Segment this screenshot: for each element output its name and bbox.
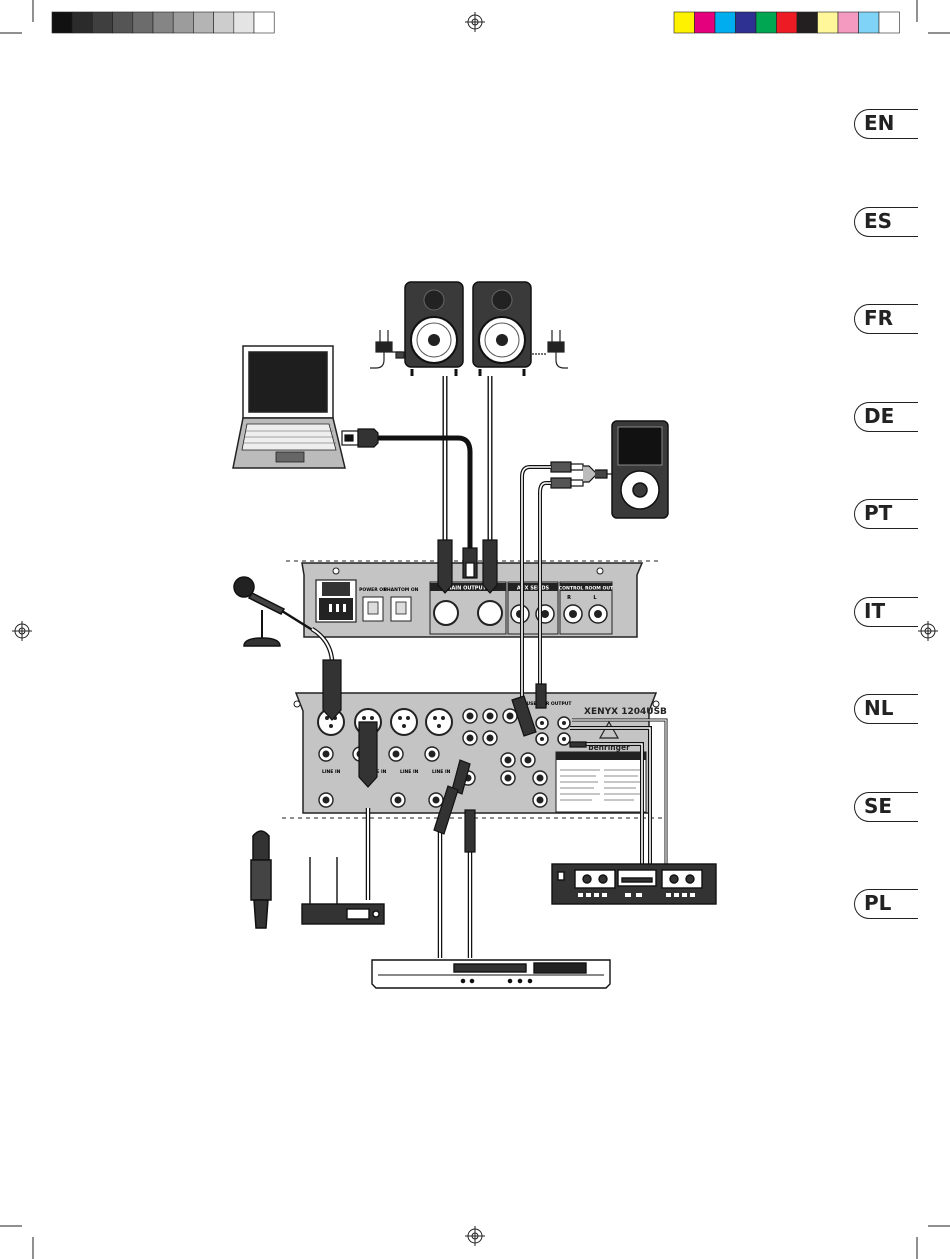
phantom-switch-label: PHANTOM ON [384, 587, 419, 593]
color-swatch [818, 12, 839, 33]
gray-swatch [214, 12, 234, 33]
handheld-wireless-mic-icon [251, 831, 271, 928]
mp3-player-icon [612, 421, 668, 518]
xlr-input [391, 709, 417, 735]
registration-mark-right [918, 621, 938, 641]
microphone-stand-icon [234, 577, 314, 646]
color-swatch [859, 12, 880, 33]
language-tab-es[interactable]: ES [854, 207, 918, 237]
language-tab-it[interactable]: IT [854, 597, 918, 627]
gray-swatch [153, 12, 173, 33]
color-swatch [736, 12, 757, 33]
color-swatch [756, 12, 777, 33]
usb-plug-icon [342, 429, 378, 447]
control-room-label: CONTROL ROOM OUT [559, 586, 614, 592]
mixer-knob [533, 793, 547, 807]
wireless-receiver-icon [302, 857, 384, 924]
speaker-left [405, 282, 463, 376]
speaker-right [473, 282, 531, 376]
usb-output-label: USB/2-TR OUTPUT [527, 701, 573, 707]
mixer-knob [425, 747, 439, 761]
power-plug-right-icon [532, 330, 568, 368]
gray-swatch [173, 12, 193, 33]
mixer-knob [429, 793, 443, 807]
color-swatch [838, 12, 859, 33]
gray-swatch [254, 12, 274, 33]
language-tab-de[interactable]: DE [854, 402, 918, 432]
gray-swatch [113, 12, 133, 33]
mixer-knob [389, 747, 403, 761]
mixer-knob [501, 771, 515, 785]
color-swatch [674, 12, 695, 33]
mixer-knob [463, 709, 477, 723]
mixer-knob [391, 793, 405, 807]
color-swatch [715, 12, 736, 33]
mixer-knob [463, 731, 477, 745]
registration-mark-top [465, 12, 485, 32]
line-in-label-3: LINE IN [400, 769, 419, 775]
gray-swatch [193, 12, 213, 33]
mixer-knob [521, 753, 535, 767]
language-tab-nl[interactable]: NL [854, 694, 918, 724]
laptop-icon [233, 346, 345, 468]
language-tab-fr[interactable]: FR [854, 304, 918, 334]
mixer-knob [483, 731, 497, 745]
language-tab-pl[interactable]: PL [854, 889, 918, 919]
mixer-knob [319, 747, 333, 761]
grayscale-swatches [52, 12, 274, 33]
color-swatch [797, 12, 818, 33]
mixer-knob [483, 709, 497, 723]
registration-mark-left [12, 621, 32, 641]
gray-swatch [92, 12, 112, 33]
gray-swatch [72, 12, 92, 33]
main-outputs-label: MAIN OUTPUTS [446, 586, 489, 592]
mixer-knob [533, 771, 547, 785]
line-in-label-1: LINE IN [322, 769, 341, 775]
mixer-knob [319, 793, 333, 807]
line-in-label-4: LINE IN [432, 769, 451, 775]
language-tab-en[interactable]: EN [854, 109, 918, 139]
gray-swatch [52, 12, 72, 33]
gray-swatch [234, 12, 254, 33]
rca-adapter-icon [551, 462, 612, 488]
mixer-model-label: XENYX 1204USB [584, 707, 667, 717]
color-swatches [674, 12, 900, 33]
language-tab-pt[interactable]: PT [854, 499, 918, 529]
color-swatch [695, 12, 716, 33]
control-room-r-label: R [567, 595, 571, 601]
color-swatch [777, 12, 798, 33]
mixer-knob [501, 753, 515, 767]
dvd-player-icon [372, 960, 610, 988]
gray-swatch [133, 12, 153, 33]
xlr-input [426, 709, 452, 735]
mixer-knob [503, 709, 517, 723]
color-swatch [879, 12, 900, 33]
language-tab-se[interactable]: SE [854, 792, 918, 822]
tape-deck-icon [552, 864, 716, 904]
registration-mark-bottom [465, 1226, 485, 1246]
power-plug-left-icon [370, 330, 404, 368]
